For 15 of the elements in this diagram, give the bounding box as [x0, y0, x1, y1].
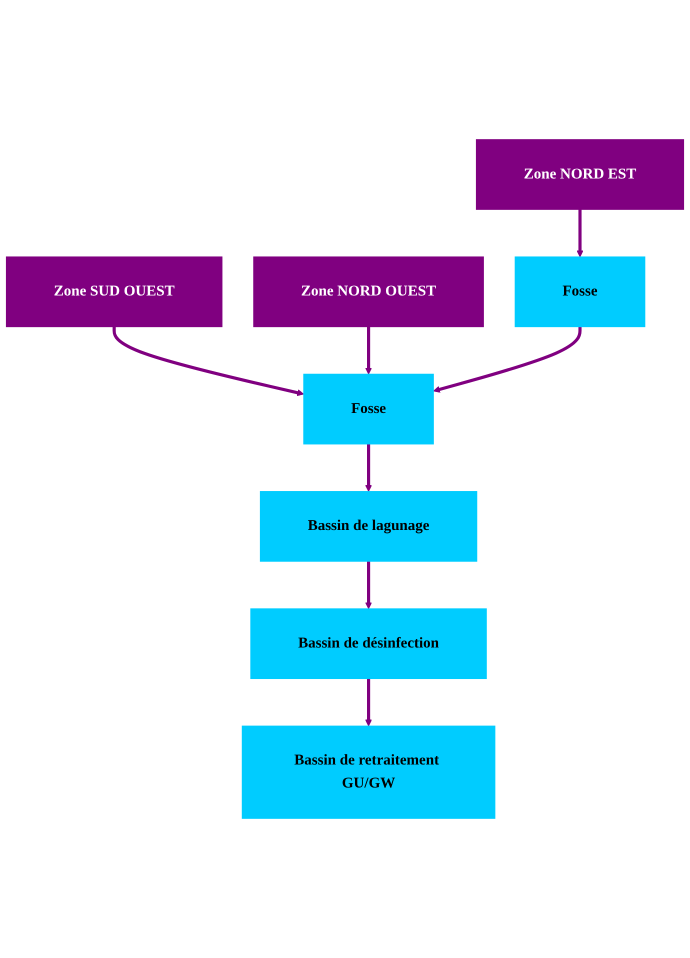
- node-box: Zone NORD EST: [476, 139, 684, 210]
- node-box: Zone NORD OUEST: [253, 256, 484, 328]
- node-box: Fosse: [514, 256, 646, 328]
- node-box: Bassin de retraitement GU/GW: [242, 726, 496, 819]
- arrow: [365, 678, 372, 726]
- node-box: Bassin de lagunage: [260, 491, 478, 562]
- arrow: [365, 444, 372, 492]
- node-box: Bassin de désinfection: [250, 608, 487, 680]
- arrow: [433, 326, 582, 393]
- node-box: Zone SUD OUEST: [6, 256, 222, 328]
- arrow: [112, 326, 304, 396]
- arrow: [365, 326, 372, 374]
- node-box: Fosse: [303, 374, 434, 444]
- arrow: [365, 561, 372, 610]
- arrow: [576, 209, 584, 258]
